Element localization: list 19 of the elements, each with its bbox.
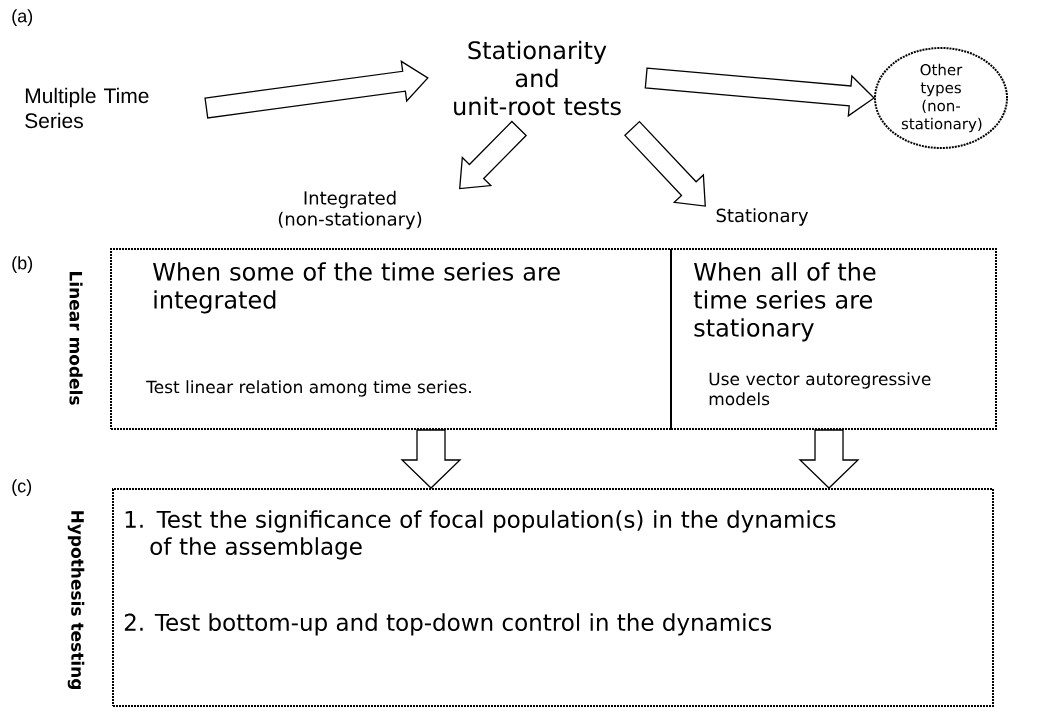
box-heading: When some of the time series are integrated xyxy=(153,262,560,314)
block-arrow xyxy=(204,60,429,119)
outcome-text: Integrated (non-stationary) xyxy=(278,190,422,230)
panel-label: (a) xyxy=(12,9,33,26)
block-arrow xyxy=(644,67,876,118)
outcome-text: Stationary xyxy=(716,208,808,226)
list-item: 1. Test the significance of focal population(s) in the dynamics of the assemblage xyxy=(125,510,836,560)
list-item: 2. Test bottom-up and top-down control in the dynamics xyxy=(124,613,772,636)
input-text: Multiple Time Series xyxy=(25,87,149,129)
block-arrow xyxy=(798,429,860,489)
section-label: Linear models xyxy=(69,272,83,405)
block-arrow xyxy=(400,429,462,489)
box-heading: When all of the time series are stationary xyxy=(693,262,876,342)
box-text: Test linear relation among time series. xyxy=(146,380,471,397)
panel-label: (c) xyxy=(12,479,32,496)
box-text: Use vector autoregressive models xyxy=(709,372,931,406)
process-text: Stationarity and unit-root tests xyxy=(454,40,621,116)
panel-label: (b) xyxy=(12,256,33,273)
section-label: Hypothesis testing xyxy=(67,511,85,690)
